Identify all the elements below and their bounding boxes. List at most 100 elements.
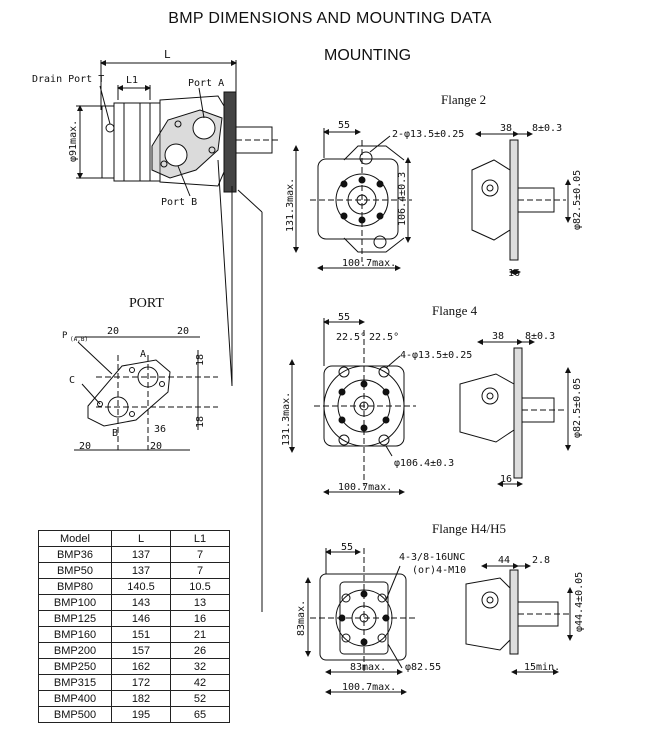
table-cell: 42 <box>170 674 230 691</box>
flange-2-front-view <box>293 128 412 271</box>
port-dim-20-top-left: 20 <box>107 326 119 337</box>
table-cell: 10.5 <box>170 578 230 595</box>
table-cell: 21 <box>170 626 230 643</box>
table-cell: BMP80 <box>38 578 112 595</box>
port-b-marker: B <box>112 428 118 439</box>
table-cell: 151 <box>111 626 171 643</box>
flange-2-height: 131.3max. <box>285 178 296 232</box>
table-cell: 7 <box>170 546 230 563</box>
table-cell: BMP50 <box>38 562 112 579</box>
flange-h-width-83: 83max. <box>350 662 386 673</box>
flange-4-pilot: φ82.5±0.05 <box>572 378 583 438</box>
port-dim-20-bottom-left: 20 <box>79 441 91 452</box>
table-cell: 172 <box>111 674 171 691</box>
table-cell: BMP125 <box>38 610 112 627</box>
flange-4-angle-right: 22.5° <box>369 332 399 343</box>
flange-h-dim-55: 55 <box>341 542 353 553</box>
flange-h-dim-44: 44 <box>498 555 510 566</box>
flange-h-thread: 4-3/8-16UNC <box>399 552 465 563</box>
drain-port-label: Drain Port T <box>32 74 104 85</box>
page-title: BMP DIMENSIONS AND MOUNTING DATA <box>168 10 492 27</box>
flange-h-front-view <box>305 548 416 695</box>
flange-4-dim-16: 16 <box>500 474 512 485</box>
flange-4-angle-left: 22.5° <box>336 332 366 343</box>
table-cell: 65 <box>170 706 230 723</box>
table-cell: BMP36 <box>38 546 112 563</box>
table-cell: BMP315 <box>38 674 112 691</box>
table-cell: BMP250 <box>38 658 112 675</box>
flange-h-thread-alt: (or)4-M10 <box>412 565 466 576</box>
port-dim-20-bottom-right: 20 <box>150 441 162 452</box>
flange-4-dim-55: 55 <box>338 312 350 323</box>
port-a-label: Port A <box>188 78 224 89</box>
flange-4-side-view <box>459 339 571 487</box>
flange-4-dim-8: 8±0.3 <box>525 331 555 342</box>
dim-l1-label: L1 <box>126 75 138 86</box>
table-header-cell: L1 <box>170 530 230 547</box>
table-cell: 32 <box>170 658 230 675</box>
table-cell: 137 <box>111 546 171 563</box>
flange-2-dim-8: 8±0.3 <box>532 123 562 134</box>
motor-side-view <box>76 60 280 612</box>
port-dim-18-lower: 18 <box>195 416 206 428</box>
flange-2-dim-55: 55 <box>338 120 350 131</box>
flange-4-front-view <box>289 318 416 495</box>
table-header-cell: L <box>111 530 171 547</box>
table-cell: 146 <box>111 610 171 627</box>
table-cell: BMP200 <box>38 642 112 659</box>
mounting-heading: MOUNTING <box>324 47 412 64</box>
flange-h-height: 83max. <box>296 600 307 636</box>
flange-4-dim-38: 38 <box>492 331 504 342</box>
flange-h-title: Flange H4/H5 <box>432 521 507 536</box>
table-cell: 162 <box>111 658 171 675</box>
port-a-marker: A <box>140 349 146 360</box>
flange-2-side-view <box>471 131 571 275</box>
table-cell: BMP400 <box>38 690 112 707</box>
port-detail-drawing <box>74 336 218 451</box>
table-cell: BMP100 <box>38 594 112 611</box>
motor-diameter-label: φ91max. <box>68 120 79 162</box>
flange-h-side-view <box>465 563 573 675</box>
flange-4-height: 131.3max. <box>281 392 292 446</box>
table-cell: 137 <box>111 562 171 579</box>
flange-4-title: Flange 4 <box>432 303 478 318</box>
flange-2-dim-38: 38 <box>500 123 512 134</box>
table-cell: 26 <box>170 642 230 659</box>
table-cell: BMP160 <box>38 626 112 643</box>
flange-h-width: 100.7max. <box>342 682 396 693</box>
flange-2-width: 100.7max. <box>342 258 396 269</box>
table-cell: BMP500 <box>38 706 112 723</box>
flange-h-pcd: φ82.55 <box>405 662 441 673</box>
port-p-label: P <box>62 331 68 341</box>
table-header-cell: Model <box>38 530 112 547</box>
port-c-marker: C <box>69 375 75 386</box>
table-header-row: Model L L1 <box>38 530 230 547</box>
table-cell: 195 <box>111 706 171 723</box>
port-p-sub: (A,B) <box>70 336 88 343</box>
port-dim-36: 36 <box>154 424 166 435</box>
port-dim-20-top-right: 20 <box>177 326 189 337</box>
flange-4-width: 100.7max. <box>338 482 392 493</box>
table-cell: 16 <box>170 610 230 627</box>
dim-l-label: L <box>164 48 171 61</box>
table-cell: 143 <box>111 594 171 611</box>
port-b-label: Port B <box>161 197 197 208</box>
table-cell: 13 <box>170 594 230 611</box>
port-dim-18-upper: 18 <box>195 354 206 366</box>
flange-2-holes: 2-φ13.5±0.25 <box>392 129 464 140</box>
flange-h-dim-15: 15min. <box>524 662 560 673</box>
